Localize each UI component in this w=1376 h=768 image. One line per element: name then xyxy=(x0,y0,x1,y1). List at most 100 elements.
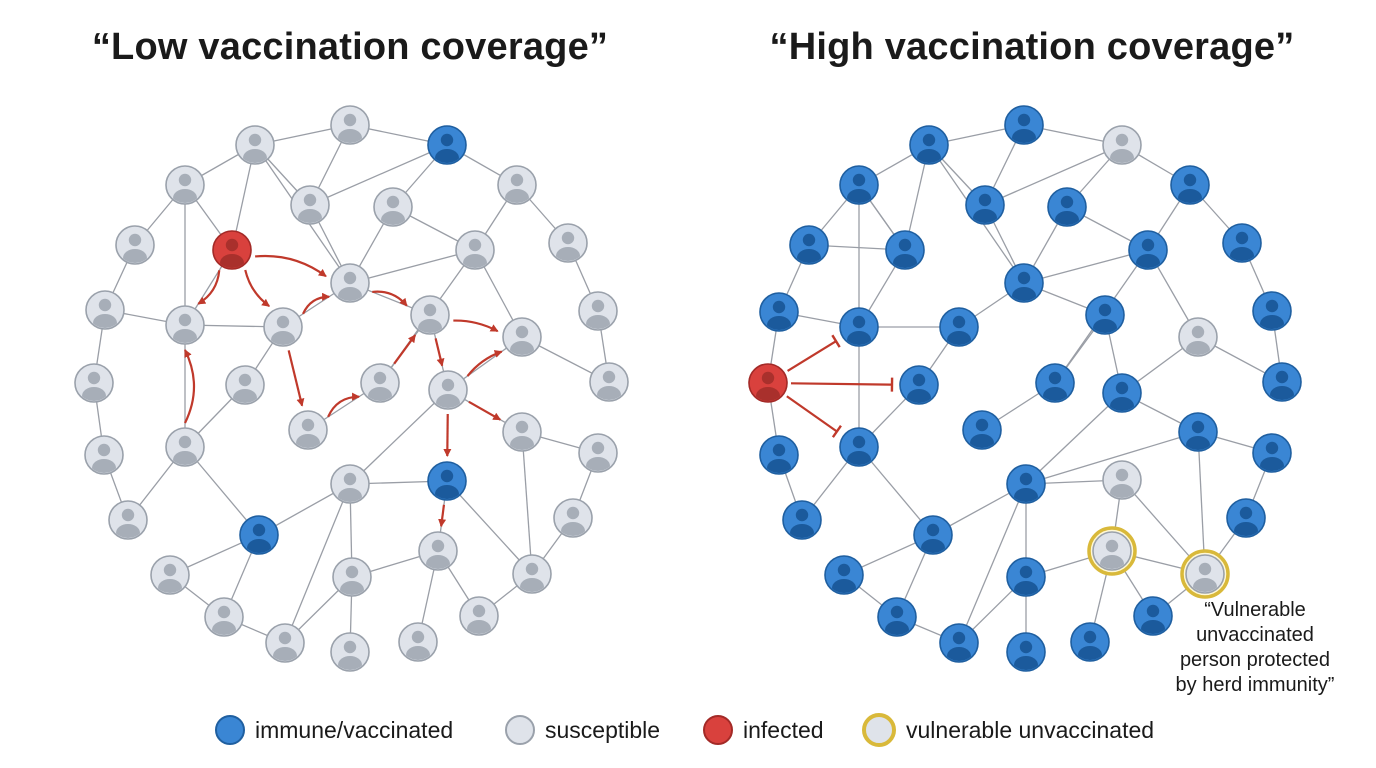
susceptible-node xyxy=(360,363,400,403)
susceptible-node xyxy=(578,433,618,473)
low-coverage-network xyxy=(74,105,629,672)
immune-node xyxy=(1006,632,1046,672)
transmission-arrow xyxy=(372,290,408,307)
immune-node xyxy=(839,165,879,205)
legend-item-immune: immune/vaccinated xyxy=(215,710,453,750)
susceptible-node xyxy=(108,500,148,540)
susceptible-node xyxy=(235,125,275,165)
high-coverage-network xyxy=(748,105,1302,672)
legend-item-infected: infected xyxy=(703,710,824,750)
susceptible-node xyxy=(410,295,450,335)
annotation-line: unvaccinated xyxy=(1196,624,1314,646)
susceptible-node xyxy=(398,622,438,662)
susceptible-node xyxy=(459,596,499,636)
susceptible-node xyxy=(497,165,537,205)
immune-node xyxy=(899,365,939,405)
network-edge xyxy=(1025,392,1123,485)
immune-node xyxy=(1085,295,1125,335)
immune-node xyxy=(1252,433,1292,473)
immune-node xyxy=(759,292,799,332)
immune-node xyxy=(759,435,799,475)
blocked-transmission xyxy=(790,377,894,392)
blocked-transmission xyxy=(786,395,842,438)
title-high-coverage: “High vaccination coverage” xyxy=(769,26,1295,68)
susceptible-node xyxy=(150,555,190,595)
susceptible-node xyxy=(84,435,124,475)
immune-node xyxy=(1252,291,1292,331)
susceptible-node xyxy=(165,165,205,205)
annotation-line: person protected xyxy=(1179,649,1331,671)
susceptible-node xyxy=(1102,460,1142,500)
immune-node xyxy=(1170,165,1210,205)
vulnerable-swatch-icon xyxy=(862,713,896,747)
immune-node xyxy=(427,125,467,165)
legend-label: immune/vaccinated xyxy=(255,716,454,743)
vulnerable-node xyxy=(1180,549,1230,599)
immune-node xyxy=(782,500,822,540)
network-edge xyxy=(446,480,533,575)
network-edge xyxy=(984,144,1123,206)
susceptible-node xyxy=(74,363,114,403)
immune-node xyxy=(427,461,467,501)
susceptible-node xyxy=(428,370,468,410)
immune-node xyxy=(789,225,829,265)
transmission-arrow xyxy=(327,392,361,418)
network-edge xyxy=(349,249,476,284)
immune-node xyxy=(1128,230,1168,270)
immune-node xyxy=(913,515,953,555)
immune-node xyxy=(1047,187,1087,227)
legend-label: infected xyxy=(743,716,824,743)
immune-node xyxy=(1035,363,1075,403)
network-edge xyxy=(958,483,1027,644)
transmission-arrow xyxy=(468,400,502,421)
transmission-arrow xyxy=(255,254,327,278)
susceptible-node xyxy=(418,531,458,571)
blocked-transmission xyxy=(787,334,841,372)
immune-node xyxy=(877,597,917,637)
susceptible-node xyxy=(548,223,588,263)
network-diagrams xyxy=(74,105,1302,672)
susceptible-node xyxy=(553,498,593,538)
infected-swatch-icon xyxy=(703,715,733,745)
immune-node xyxy=(1070,622,1110,662)
susceptible-node xyxy=(290,185,330,225)
transmission-arrow xyxy=(197,270,221,305)
vulnerable-node xyxy=(1087,526,1137,576)
susceptible-node xyxy=(1178,317,1218,357)
susceptible-node xyxy=(85,290,125,330)
susceptible-swatch-icon xyxy=(505,715,535,745)
susceptible-node xyxy=(502,317,542,357)
immune-node xyxy=(839,307,879,347)
susceptible-node xyxy=(165,427,205,467)
immune-node xyxy=(1133,596,1173,636)
immune-node xyxy=(1004,263,1044,303)
network-edge xyxy=(284,483,351,644)
immune-node xyxy=(939,307,979,347)
network-edge xyxy=(1023,249,1149,284)
immune-node xyxy=(239,515,279,555)
susceptible-node xyxy=(330,632,370,672)
annotation-line: by herd immunity” xyxy=(1175,674,1335,696)
immune-node xyxy=(962,410,1002,450)
legend-item-vulnerable: vulnerable unvaccinated xyxy=(862,710,1154,750)
transmission-arrow xyxy=(438,504,447,528)
legend-label: vulnerable unvaccinated xyxy=(906,716,1155,743)
susceptible-node xyxy=(502,412,542,452)
transmission-arrow xyxy=(466,350,503,377)
immune-node xyxy=(824,555,864,595)
legend: immune/vaccinated susceptible infected v… xyxy=(0,710,1376,750)
susceptible-node xyxy=(288,410,328,450)
susceptible-node xyxy=(330,263,370,303)
transmission-arrow xyxy=(302,292,331,315)
transmission-arrow xyxy=(434,338,445,367)
transmission-arrow xyxy=(287,350,305,407)
annotation-line: “Vulnerable xyxy=(1204,599,1306,621)
transmission-arrow xyxy=(244,269,271,308)
herd-immunity-annotation: “Vulnerable unvaccinated person protecte… xyxy=(1160,598,1350,698)
susceptible-node xyxy=(225,365,265,405)
susceptible-node xyxy=(204,597,244,637)
immune-node xyxy=(1222,223,1262,263)
transmission-arrow xyxy=(453,319,499,333)
susceptible-node xyxy=(512,554,552,594)
legend-label: susceptible xyxy=(545,716,661,743)
